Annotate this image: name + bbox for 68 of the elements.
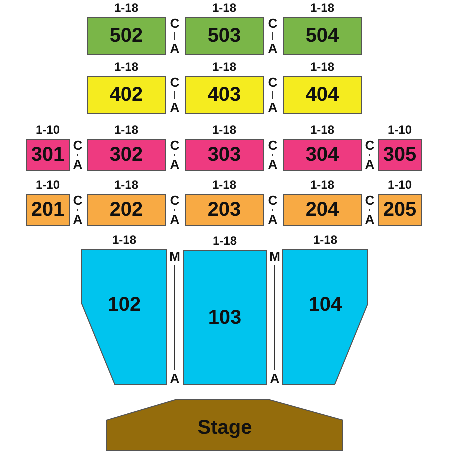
aisle-letter: A	[72, 158, 84, 171]
section-number: 103	[207, 308, 243, 328]
aisle-letter: C	[169, 194, 181, 207]
section-number: 403	[206, 85, 242, 105]
section-number: 202	[108, 200, 144, 220]
aisle-letter: A	[169, 101, 181, 114]
aisle-letter: C	[267, 17, 279, 30]
aisle-letter: C	[72, 139, 84, 152]
row-range: 1-18	[211, 61, 238, 73]
section-number: 203	[206, 200, 242, 220]
section-number: 304	[304, 145, 340, 165]
aisle-letter: A	[364, 213, 376, 226]
aisle-letter: C	[267, 194, 279, 207]
section-number: 402	[108, 85, 144, 105]
aisle-letter: A	[267, 42, 279, 55]
aisle-letter: M	[269, 250, 281, 263]
row-range: 1-10	[386, 124, 414, 136]
section-number: 102	[106, 295, 142, 315]
row-range: 1-18	[113, 61, 140, 73]
section-number: 301	[30, 145, 66, 165]
aisle-letter: C	[267, 139, 279, 152]
row-range: 1-18	[309, 61, 336, 73]
section-number: 502	[108, 26, 144, 46]
aisle-letter: A	[269, 372, 281, 385]
section-number: 302	[108, 145, 144, 165]
row-range: 1-18	[113, 124, 140, 136]
aisle-letter: A	[267, 101, 279, 114]
section-number: 303	[206, 145, 242, 165]
aisle-letter: A	[169, 42, 181, 55]
aisle-letter: A	[169, 372, 181, 385]
section-number: 201	[30, 200, 66, 220]
row-range: 1-10	[34, 179, 62, 191]
row-range: 1-18	[211, 179, 238, 191]
stage-area	[107, 400, 343, 451]
aisle-letter: C	[169, 17, 181, 30]
aisle-letter: A	[169, 213, 181, 226]
row-range: 1-18	[312, 234, 339, 246]
row-range: 1-18	[309, 2, 336, 14]
row-range: 1-18	[113, 179, 140, 191]
row-range: 1-18	[113, 2, 140, 14]
row-range: 1-18	[211, 124, 238, 136]
row-range: 1-10	[386, 179, 414, 191]
aisle-letter: A	[267, 158, 279, 171]
aisle-letter: C	[364, 139, 376, 152]
section-number: 503	[206, 26, 242, 46]
aisle-letter: A	[169, 158, 181, 171]
row-range: 1-18	[111, 234, 138, 246]
row-range: 1-18	[309, 124, 336, 136]
row-range: 1-18	[211, 2, 238, 14]
section-number: 504	[304, 26, 340, 46]
stage-label: Stage	[196, 418, 254, 438]
section-number: 404	[304, 85, 340, 105]
aisle-letter: C	[72, 194, 84, 207]
section-number: 305	[382, 145, 418, 165]
section-number: 104	[308, 295, 344, 315]
section-number: 204	[304, 200, 340, 220]
aisle-letter: C	[169, 139, 181, 152]
aisle-letter: A	[364, 158, 376, 171]
aisle-letter: A	[267, 213, 279, 226]
row-range: 1-10	[34, 124, 62, 136]
section-number: 205	[382, 200, 418, 220]
row-range: 1-18	[309, 179, 336, 191]
aisle-letter: C	[267, 76, 279, 89]
aisle-letter: A	[72, 213, 84, 226]
aisle-letter: M	[169, 250, 181, 263]
row-range: 1-18	[212, 235, 238, 247]
aisle-letter: C	[169, 76, 181, 89]
aisle-letter: C	[364, 194, 376, 207]
